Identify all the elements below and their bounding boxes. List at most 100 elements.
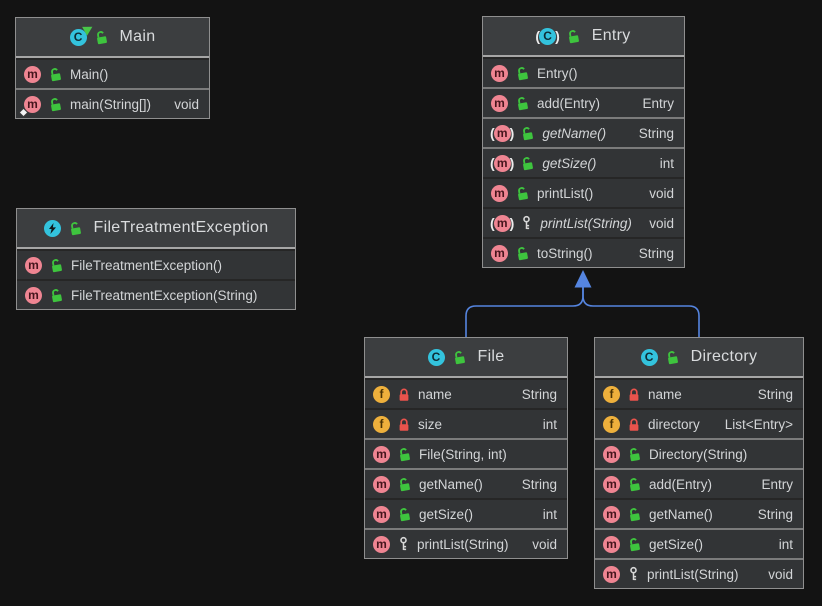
- member-row[interactable]: (m)getName()String: [483, 117, 684, 147]
- member-type: int: [659, 155, 674, 171]
- member-type: int: [778, 536, 793, 552]
- abstract-class-icon: (C): [535, 27, 560, 45]
- method-icon: m: [491, 94, 508, 112]
- protected-key-icon: [523, 215, 531, 230]
- member-name: printList(): [537, 185, 594, 201]
- member-type: int: [542, 506, 557, 522]
- runnable-class-icon: C: [69, 21, 95, 46]
- abstract-method-icon: (m): [490, 154, 515, 172]
- member-type: void: [649, 185, 674, 201]
- private-lock-icon: [399, 418, 409, 431]
- member-row[interactable]: (m)getSize()int: [483, 147, 684, 177]
- member-type: Entry: [642, 95, 674, 111]
- abstract-method-icon: (m): [490, 214, 515, 232]
- inheritance-edge-file-entry[interactable]: [465, 287, 584, 337]
- member-type: String: [638, 245, 674, 261]
- member-type: String: [757, 506, 793, 522]
- member-name: toString(): [537, 245, 593, 261]
- member-name: directory: [648, 416, 700, 432]
- class-header[interactable]: C File: [365, 338, 567, 378]
- member-name: Main(): [70, 66, 109, 82]
- method-icon: m: [603, 535, 620, 553]
- public-lock-icon: [52, 289, 62, 303]
- method-icon: m: [603, 565, 620, 583]
- class-header[interactable]: (C)Entry: [483, 17, 684, 57]
- method-icon: m: [25, 286, 42, 304]
- member-type: void: [768, 566, 793, 582]
- member-row[interactable]: m toString() String: [483, 237, 684, 267]
- member-name: printList(String): [417, 536, 509, 552]
- public-lock-icon: [400, 478, 410, 492]
- member-row[interactable]: m add(Entry) Entry: [483, 87, 684, 117]
- member-type: String: [521, 476, 557, 492]
- member-name: name: [648, 386, 682, 402]
- member-type: String: [757, 386, 793, 402]
- public-lock-icon: [400, 508, 410, 522]
- public-lock-icon: [667, 351, 678, 365]
- member-name: getName(): [649, 506, 713, 522]
- inheritance-edge-directory-entry[interactable]: [582, 287, 700, 337]
- method-icon: m: [373, 475, 390, 493]
- member-row[interactable]: m FileTreatmentException(String): [17, 279, 295, 309]
- public-lock-icon: [568, 30, 579, 44]
- public-lock-icon: [523, 157, 534, 171]
- public-lock-icon: [630, 538, 640, 552]
- private-lock-icon: [399, 388, 409, 401]
- class-header[interactable]: C Main: [16, 18, 209, 58]
- class-title: File: [477, 348, 505, 365]
- class-node-entry[interactable]: (C)Entry m Entry() m add(Entry) Entry (m)getNa…: [482, 16, 685, 268]
- method-icon: m: [373, 445, 390, 463]
- member-name: FileTreatmentException(String): [71, 287, 258, 303]
- member-row[interactable]: (m)printList(String)void: [483, 207, 684, 237]
- member-name: size: [418, 416, 443, 432]
- run-overlay-icon: [81, 21, 95, 36]
- member-name: Directory(String): [649, 446, 748, 462]
- field-icon: f: [603, 415, 620, 433]
- member-row[interactable]: m printList() void: [483, 177, 684, 207]
- static-overlay-icon: [19, 108, 28, 116]
- field-icon: f: [373, 415, 390, 433]
- public-lock-icon: [70, 222, 81, 236]
- class-title: Main: [119, 28, 156, 45]
- public-lock-icon: [518, 247, 528, 261]
- method-icon: m: [491, 184, 508, 202]
- method-icon: m: [491, 64, 508, 82]
- static-method-icon: m: [19, 95, 41, 116]
- member-name: add(Entry): [537, 95, 601, 111]
- member-name: File(String, int): [419, 446, 507, 462]
- member-row[interactable]: m File(String, int): [365, 438, 567, 468]
- class-icon: C: [427, 348, 445, 366]
- class-icon: C: [640, 348, 658, 366]
- member-row[interactable]: m Entry(): [483, 57, 684, 87]
- public-lock-icon: [518, 187, 528, 201]
- public-lock-icon: [400, 448, 410, 462]
- class-header[interactable]: FileTreatmentException: [17, 209, 295, 249]
- member-name: add(Entry): [649, 476, 713, 492]
- method-icon: m: [25, 256, 42, 274]
- member-name: Entry(): [537, 65, 578, 81]
- abstract-method-icon: (m): [490, 124, 515, 142]
- member-type: void: [649, 215, 674, 231]
- method-icon: m: [491, 244, 508, 262]
